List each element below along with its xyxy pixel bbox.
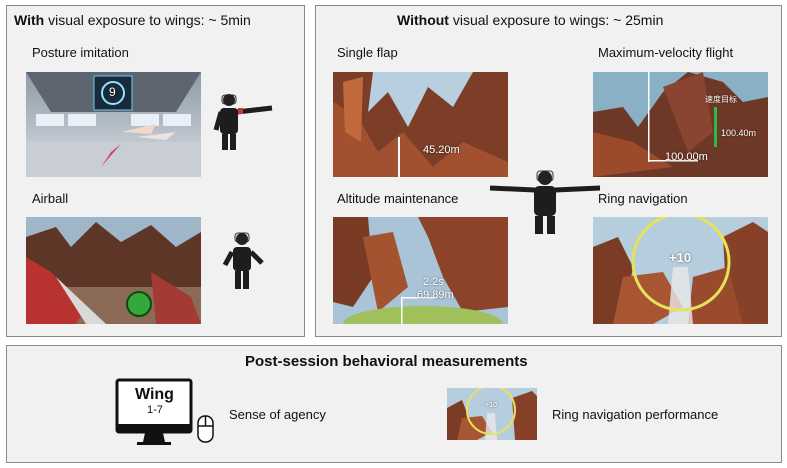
airball-label: Airball [32,191,69,206]
thumb-score: +10 [485,402,497,409]
bottom-panel-title: Post-session behavioral measurements [245,353,528,370]
ring-performance-thumbnail: +10 [447,388,537,440]
max-velocity-image: 速度目标 100.40m 100.00m [593,72,768,177]
altitude-time: 2.2s [423,276,444,288]
person-posture-figure [213,94,273,150]
ring-score: +10 [669,250,692,265]
altitude-maintenance-label: Altitude maintenance [337,191,459,206]
monitor-scale: 1-7 [147,404,163,416]
gauge-title: 速度目标 [705,95,737,104]
monitor-icon [115,378,193,445]
right-panel-title: Without visual exposure to wings: ~ 25mi… [397,12,664,28]
sense-of-agency-label: Sense of agency [229,407,326,422]
altitude-value: 69.89m [417,289,454,301]
posture-imitation-label: Posture imitation [32,45,129,60]
airball-image [26,217,201,324]
mouse-icon [197,415,214,443]
altitude-maintenance-image: 2.2s 69.89m [333,217,508,324]
ring-navigation-label: Ring navigation [598,191,688,206]
ring-navigation-image: +10 [593,217,768,324]
monitor-title: Wing [135,386,174,403]
single-flap-height: 45.20m [423,144,460,156]
single-flap-image: 45.20m [333,72,508,177]
posture-counter: 9 [109,85,116,99]
gauge-value: 100.40m [721,128,757,138]
person-wings-figure [489,170,601,234]
left-panel-title: With visual exposure to wings: ~ 5min [14,12,251,28]
single-flap-label: Single flap [337,45,398,60]
distance-value: 100.00m [665,151,708,163]
posture-imitation-image: 9 [26,72,201,177]
ring-performance-label: Ring navigation performance [552,407,719,422]
max-velocity-label: Maximum-velocity flight [598,45,734,60]
person-airball-figure [222,232,264,289]
